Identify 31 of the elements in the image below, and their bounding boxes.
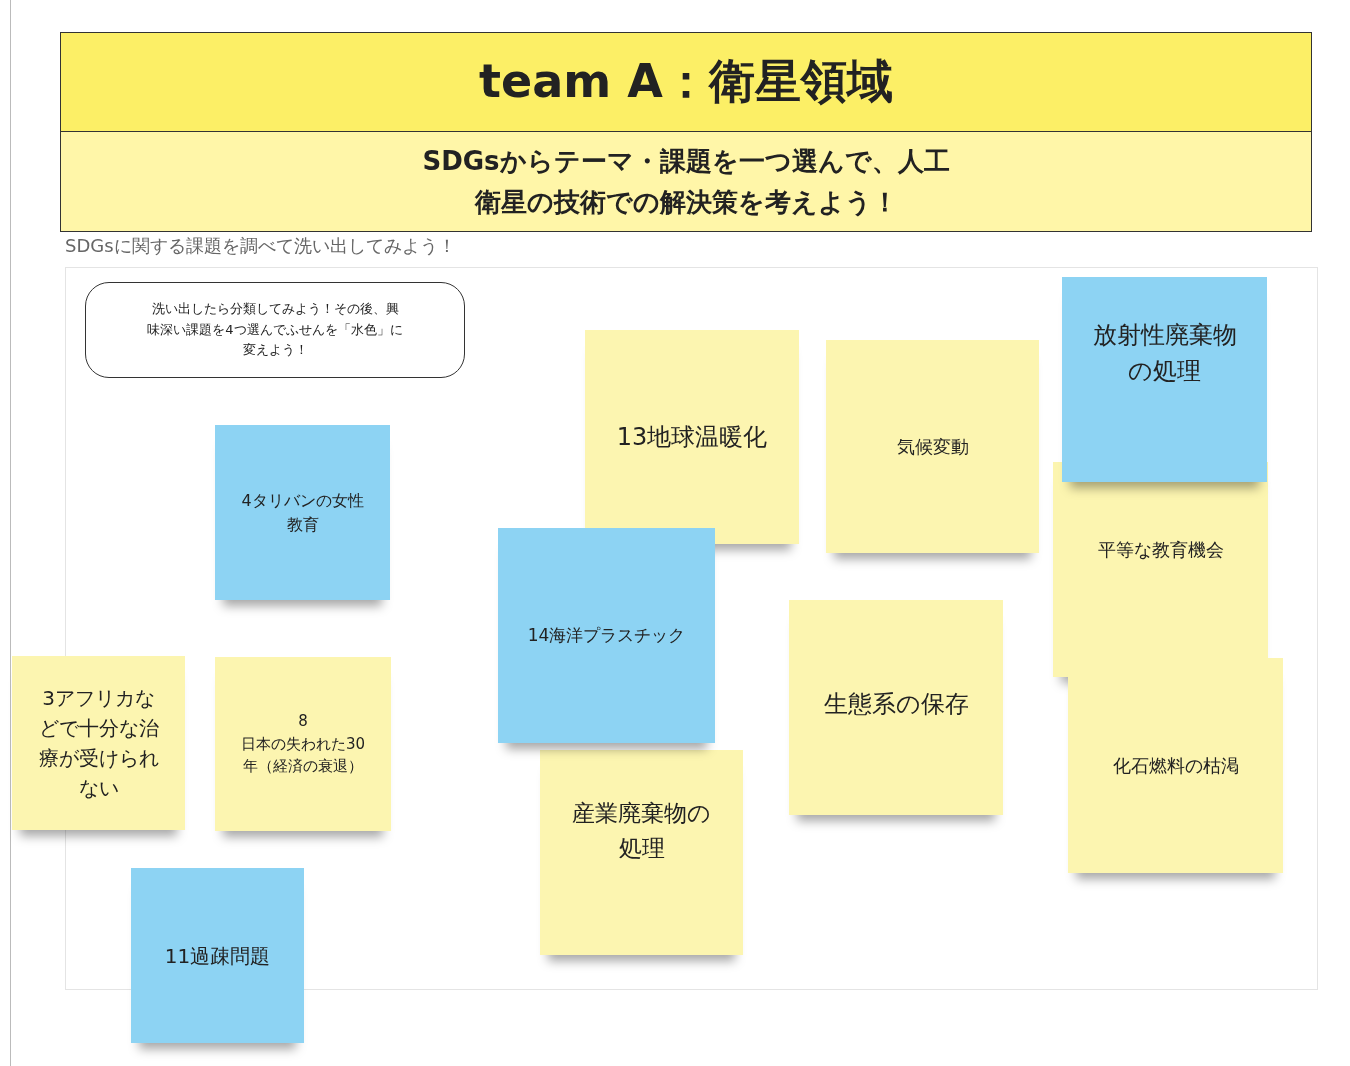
note-text: 平等な教育機会 (1097, 538, 1224, 562)
note-text: 日本の失われた30年（経済の衰退） (239, 733, 367, 778)
title-text: team A：衛星領域 (479, 53, 893, 110)
note-text: 14海洋プラスチック (527, 623, 686, 647)
instruction-callout (85, 282, 465, 378)
sticky-note (540, 750, 743, 955)
note-text: 11過疎問題 (164, 942, 271, 970)
callout-text: 洗い出したら分類してみよう！その後、興味深い課題を4つ選んでふせんを「水色」に変えよう！ (146, 299, 404, 360)
note-text: 13地球温暖化 (616, 422, 768, 453)
note-text: 4タリバンの女性教育 (240, 489, 365, 536)
instruction-text: SDGsに関する課題を調べて洗い出してみよう！ (65, 234, 456, 258)
sticky-note (131, 868, 304, 1043)
subtitle-text: SDGsからテーマ・課題を一つ選んで、人工衛星の技術での解決策を考えよう！ (421, 145, 951, 219)
title-banner (60, 32, 1312, 132)
sticky-note (789, 600, 1003, 815)
note-text: 8 (298, 711, 308, 733)
sticky-note (498, 528, 715, 743)
note-text: 3アフリカなどで十分な治療が受けられない (37, 685, 160, 802)
subtitle-banner (60, 131, 1312, 232)
note-text: 放射性廃棄物の処理 (1091, 320, 1238, 387)
note-text: 気候変動 (896, 435, 969, 459)
note-text: 産業廃棄物の処理 (571, 799, 712, 863)
sticky-note (215, 657, 391, 831)
note-text: 化石燃料の枯渇 (1112, 754, 1239, 778)
sticky-note (1068, 658, 1283, 873)
note-text: 生態系の保存 (823, 689, 969, 720)
sticky-note (12, 656, 185, 830)
sticky-note (585, 330, 799, 544)
sticky-note (215, 425, 390, 600)
sticky-note (1062, 277, 1267, 482)
sticky-note (826, 340, 1039, 553)
